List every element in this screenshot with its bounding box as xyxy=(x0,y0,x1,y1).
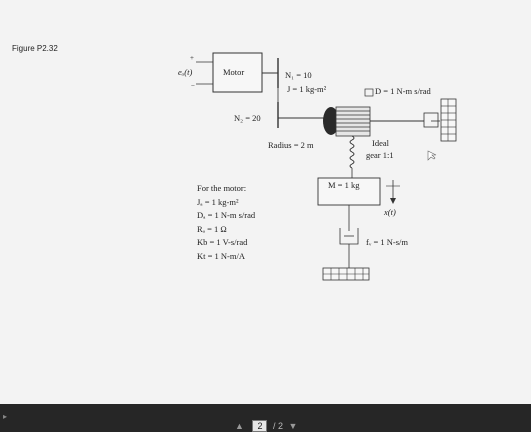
figure-title: Figure P2.32 xyxy=(12,44,58,53)
param-back-emf: Kb = 1 V-s/rad xyxy=(197,237,248,247)
mouse-cursor-icon xyxy=(427,150,437,161)
minus-sign: − xyxy=(191,82,195,90)
document-page: Figure P2.32 xyxy=(0,0,531,404)
inertia-disk xyxy=(323,107,339,135)
next-page-button[interactable]: ▼ xyxy=(288,421,298,431)
damper-label: D = 1 N-m s/rad xyxy=(375,86,431,96)
param-inertia: Jₐ = 1 kg-m² xyxy=(197,196,239,207)
gear-n1-label: N₁ = 10 xyxy=(285,70,312,80)
page-total: / 2 xyxy=(272,421,283,431)
param-resistance: Rₐ = 1 Ω xyxy=(197,223,227,234)
damper-label-marker xyxy=(364,88,374,97)
mass-label: M = 1 kg xyxy=(328,180,360,190)
motor-label: Motor xyxy=(223,67,245,77)
param-torque-constant: Kt = 1 N-m/A xyxy=(197,250,245,261)
page-number-input[interactable]: 2 xyxy=(252,420,268,432)
rotational-damper xyxy=(423,112,439,128)
mass-block xyxy=(317,177,381,206)
ideal-gear-label-2: gear 1:1 xyxy=(366,150,394,160)
ideal-gear-label-1: Ideal xyxy=(372,138,389,148)
page-navigator: ▲ 2 / 2 ▼ xyxy=(232,420,300,432)
inertia-label: J = 1 kg-m² xyxy=(287,84,327,94)
previous-page-button[interactable]: ▲ xyxy=(235,421,244,431)
input-voltage-label: eₐ(t) xyxy=(178,67,193,77)
sidebar-toggle-icon[interactable]: ▸ xyxy=(3,412,8,421)
motor-params-heading: For the motor: xyxy=(197,183,247,193)
mechanical-system-diagram xyxy=(196,52,457,281)
motor-parameters: For the motor: Jₐ = 1 kg-m² Dₐ = 1 N-m s… xyxy=(197,182,255,263)
gear-n2-label: N₂ = 20 xyxy=(234,113,261,123)
cable-coil xyxy=(349,135,355,169)
friction-label: fᵥ = 1 N-s/m xyxy=(366,237,408,247)
position-label: x(t) xyxy=(384,207,396,217)
motor-box xyxy=(212,52,263,93)
param-damping: Dₐ = 1 N-m s/rad xyxy=(197,210,256,220)
plus-sign: + xyxy=(190,54,194,62)
radius-label: Radius = 2 m xyxy=(268,140,314,150)
